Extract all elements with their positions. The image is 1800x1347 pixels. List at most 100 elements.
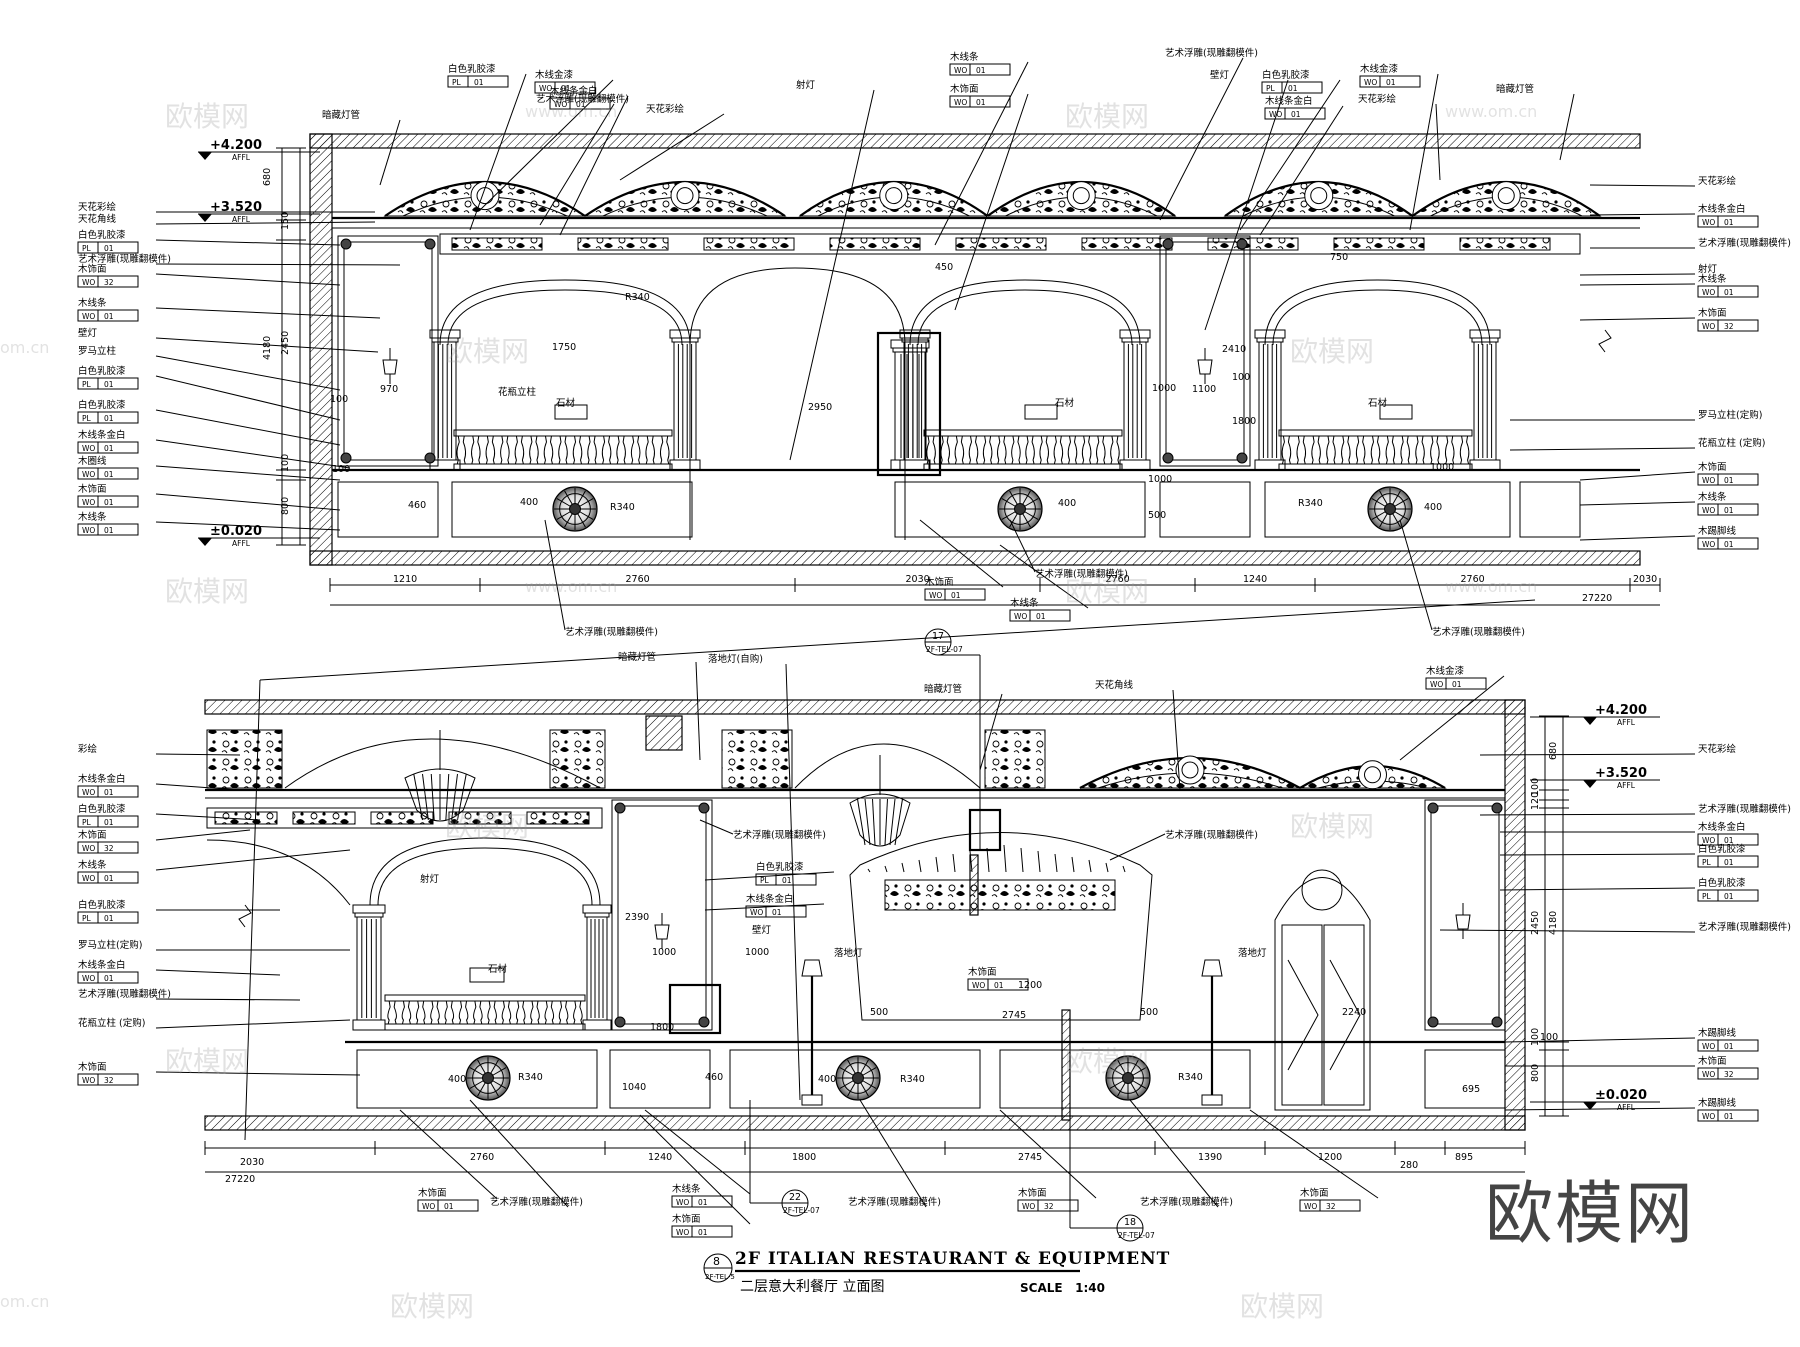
roman-column — [1119, 329, 1151, 471]
label-text: 白色乳胶漆 — [756, 861, 804, 873]
dimension-text: 100 — [332, 464, 350, 475]
lamp-foot — [1201, 1094, 1223, 1106]
rosette-petal — [1392, 490, 1401, 505]
balustrade-rail — [1278, 429, 1473, 437]
leader-line — [1504, 1037, 1696, 1043]
left-wall-section — [309, 133, 333, 566]
dimension-text: 1200 — [1318, 1152, 1342, 1163]
leader-line — [859, 1099, 927, 1208]
feature-fin — [952, 853, 956, 873]
code-prefix: WO — [1702, 218, 1715, 227]
leader-line — [155, 813, 261, 821]
label-text: 花瓶立柱 (定购) — [1698, 437, 1765, 449]
label-inner: 艺术浮雕(现雕翻模件) — [1432, 626, 1525, 638]
label-text: 白色乳胶漆 — [78, 229, 126, 241]
label-lower-right: 天花彩绘 — [1698, 743, 1737, 755]
code-box — [77, 309, 139, 322]
label-text: 艺术浮雕(现雕翻模件) — [1698, 803, 1791, 815]
code-box — [77, 377, 139, 390]
svg-text:17: 17 — [932, 631, 944, 642]
baluster — [473, 1000, 483, 1025]
code-box — [77, 785, 139, 798]
column-shaft — [1123, 341, 1147, 461]
label-lower-top: 暗藏灯管 — [618, 651, 701, 761]
panel-outer — [1159, 235, 1251, 467]
rosette-petal — [1130, 1082, 1139, 1097]
column-abacus — [1471, 337, 1499, 343]
code-number: 01 — [1386, 78, 1396, 87]
label-lower-right: 艺术浮雕(现雕翻模件) — [1698, 921, 1791, 933]
leader-line — [1579, 501, 1696, 506]
label-inner: 壁灯 — [752, 924, 772, 936]
code-prefix: WO — [954, 66, 967, 75]
leader-line — [469, 1099, 569, 1208]
baluster — [1011, 435, 1021, 465]
dimension-text: 460 — [705, 1072, 723, 1083]
dimension-text: R340 — [900, 1074, 925, 1085]
arch-bay — [369, 837, 601, 906]
arch-outer — [909, 279, 1141, 346]
chandelier-crystal — [894, 798, 903, 846]
wall-lamp — [382, 348, 398, 384]
rosette-petal — [577, 490, 586, 505]
dimension-text: 460 — [408, 500, 426, 511]
callout-22: 22 2F-TEL-07 — [749, 1100, 820, 1217]
label-text: 木线条金白 — [1698, 821, 1746, 833]
watermark-url: www.om.cn — [1445, 102, 1538, 121]
code-prefix: WO — [676, 1198, 689, 1207]
code-number: 01 — [444, 1202, 454, 1211]
arch-bay — [439, 279, 691, 346]
chandelier-crystal — [884, 798, 888, 846]
dimension-text: R340 — [518, 1072, 543, 1083]
code-number: 01 — [976, 98, 986, 107]
label-text: 艺术浮雕(现雕翻模件) — [848, 1196, 941, 1208]
dimension-text: 2450 — [1530, 911, 1541, 935]
leader-line — [919, 519, 1004, 588]
leader-line — [1399, 519, 1433, 631]
label-text: 白色乳胶漆 — [1698, 877, 1746, 889]
arch-inner — [377, 847, 593, 906]
code-number: 01 — [1724, 858, 1734, 867]
dimension-text: 2760 — [626, 574, 650, 585]
label-text: 木饰面 — [1698, 461, 1727, 473]
dimension-text: 2745 — [1018, 1152, 1042, 1163]
label-upper-top: 暗藏灯管 — [1496, 83, 1575, 161]
label-lower-bottom: 艺术浮雕(现雕翻模件) — [848, 1099, 941, 1208]
code-box — [77, 1073, 139, 1086]
code-prefix: PL — [82, 380, 92, 389]
wall-lamp — [1455, 903, 1471, 939]
dimension-text: 800 — [1530, 1064, 1541, 1082]
leader-line — [1439, 929, 1696, 933]
code-box — [1697, 537, 1759, 550]
panel-outer — [611, 799, 713, 1031]
feature-fin — [901, 862, 905, 873]
leader-line — [155, 273, 341, 286]
panel-corner-ornament — [1491, 1016, 1503, 1028]
leader-line — [1589, 213, 1696, 216]
lower-panel — [999, 1049, 1251, 1109]
label-text: 罗马立柱 — [78, 345, 117, 357]
dimension-text: 1000 — [1148, 474, 1172, 485]
code-prefix: WO — [82, 278, 95, 287]
code-prefix: WO — [422, 1202, 435, 1211]
highlight-frame — [876, 331, 942, 477]
code-number: 01 — [104, 914, 114, 923]
code-box — [77, 275, 139, 288]
medallion — [1358, 760, 1387, 790]
ceiling-fan-arch — [798, 181, 990, 217]
watermark: 欧模网 — [1290, 810, 1375, 843]
arch-bay — [909, 279, 1141, 346]
feature-fin — [1054, 853, 1058, 873]
dimension-text: 1390 — [1198, 1152, 1222, 1163]
baluster — [456, 435, 467, 465]
feature-fin — [1037, 850, 1041, 873]
column-base — [1119, 459, 1151, 471]
chandelier-crystal — [889, 798, 896, 846]
